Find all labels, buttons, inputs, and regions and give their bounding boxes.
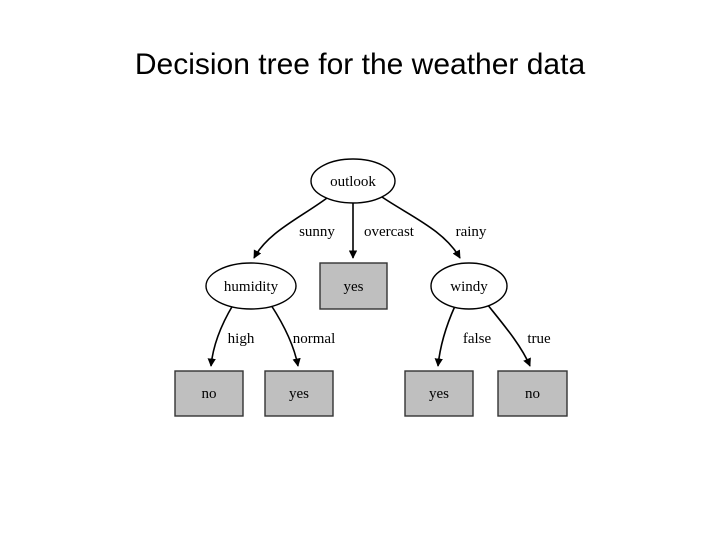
edge-label-rainy: rainy [456, 224, 487, 240]
page-title: Decision tree for the weather data [134, 48, 586, 81]
edge-humidity-high-no [207, 304, 234, 367]
leaf-node-normal-yes-shape [264, 370, 334, 417]
leaf-node-normal-yes[interactable]: yes [264, 370, 334, 417]
edge-label-false: false [463, 331, 492, 347]
leaf-node-true-no-shape [497, 370, 568, 417]
node-outlook[interactable]: outlook [310, 158, 396, 204]
edge-label-true: true [527, 331, 551, 347]
leaf-node-overcast-yes-shape [319, 262, 388, 310]
leaf-node-true-no-label: no [525, 386, 540, 402]
edge-label-normal: normal [293, 331, 336, 347]
leaf-node-overcast-yes[interactable]: yes [319, 262, 388, 310]
edge-label-overcast: overcast [364, 224, 415, 240]
leaf-node-overcast-yes-label: yes [344, 279, 364, 295]
edge-outlook-sunny-humidity [253, 197, 328, 259]
node-windy[interactable]: windy [430, 262, 508, 310]
node-windy-label: windy [450, 279, 488, 295]
edge-windy-true-no [486, 303, 531, 367]
leaf-node-high-no[interactable]: no [174, 370, 244, 417]
node-humidity-label: humidity [224, 279, 279, 295]
edge-outlook-rainy-windy [381, 196, 461, 259]
edge-windy-false-yes [434, 305, 456, 367]
leaf-node-false-yes[interactable]: yes [404, 370, 474, 417]
node-outlook-shape [310, 158, 396, 204]
leaf-node-normal-yes-label: yes [289, 386, 309, 402]
node-windy-shape [430, 262, 508, 310]
edge-label-high: high [228, 331, 255, 347]
node-humidity-shape [205, 262, 297, 310]
leaf-node-false-yes-label: yes [429, 386, 449, 402]
edge-label-sunny: sunny [299, 224, 335, 240]
node-humidity[interactable]: humidity [205, 262, 297, 310]
leaf-node-high-no-label: no [202, 386, 217, 402]
edge-humidity-normal-yes [270, 304, 301, 367]
leaf-node-true-no[interactable]: no [497, 370, 568, 417]
leaf-node-false-yes-shape [404, 370, 474, 417]
leaf-node-high-no-shape [174, 370, 244, 417]
node-outlook-label: outlook [330, 174, 376, 190]
